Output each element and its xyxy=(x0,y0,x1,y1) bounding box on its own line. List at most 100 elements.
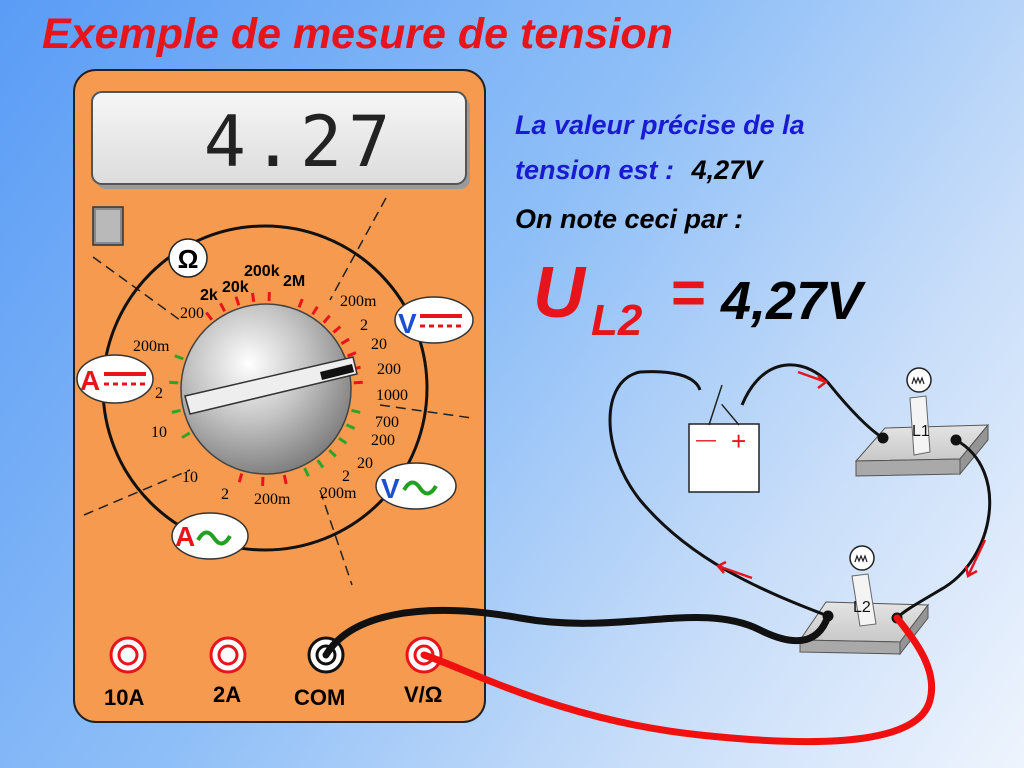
port-label-com: COM xyxy=(294,685,346,710)
range-label-acv-200m: 200m xyxy=(320,485,357,502)
range-label-dcv-1000: 1000 xyxy=(376,387,408,404)
range-tick xyxy=(332,325,342,334)
range-label-aca-2: 2 xyxy=(221,486,229,503)
range-tick xyxy=(316,459,325,469)
ohm-icon: Ω xyxy=(178,244,199,274)
separator-aca-dca xyxy=(83,469,191,516)
acv-label: V xyxy=(381,473,400,504)
range-label-ohm-20k: 20k xyxy=(222,279,249,296)
battery-plus-sign: + xyxy=(731,426,746,456)
circuit: — + L1 L2 xyxy=(608,363,992,656)
dca-mode-badge: A xyxy=(76,354,154,404)
range-label-acv-200: 200 xyxy=(371,432,395,449)
lamp-socket xyxy=(909,395,931,456)
acv-mode-badge: V xyxy=(375,462,457,510)
jack-2a[interactable] xyxy=(209,636,247,674)
voltage-formula: U L2 = 4,27V xyxy=(533,252,993,352)
formula-value: 4,27V xyxy=(721,271,863,331)
lamp-l2-label: L2 xyxy=(853,599,871,616)
wire-l1-l2 xyxy=(895,438,992,620)
range-tick xyxy=(171,408,181,414)
separator-acv-aca xyxy=(319,489,353,586)
formula-equals: = xyxy=(671,259,707,326)
range-tick xyxy=(353,380,363,385)
range-label-dcv-200m: 200m xyxy=(340,293,377,310)
range-tick xyxy=(297,298,304,308)
range-label-dcv-20: 20 xyxy=(371,336,387,353)
range-label-ohm-200: 200 xyxy=(180,305,204,322)
circuit-wires xyxy=(608,363,992,620)
range-tick xyxy=(282,474,288,485)
battery-minus-sign: — xyxy=(696,429,716,451)
range-label-aca-10: 10 xyxy=(182,469,198,486)
range-label-dcv-200: 200 xyxy=(377,361,401,378)
range-tick xyxy=(251,292,256,303)
port-label-10a: 10A xyxy=(104,685,145,710)
range-tick xyxy=(345,423,356,430)
range-label-ohm-200k: 200k xyxy=(244,263,280,280)
range-label-acv-20: 20 xyxy=(357,455,373,472)
ac-wave-icon xyxy=(196,530,232,546)
explanation-line2: tension est : 4,27V xyxy=(515,155,762,186)
formula-symbol: U xyxy=(533,253,585,333)
explanation-line3: On note ceci par : xyxy=(515,204,744,234)
range-tick xyxy=(181,431,191,439)
range-tick xyxy=(322,314,331,324)
range-label-acv-700: 700 xyxy=(375,414,399,431)
range-label-dca-2: 2 xyxy=(155,385,163,402)
ac-wave-icon xyxy=(402,480,438,496)
battery-terminal-minus xyxy=(708,384,723,426)
lamp-l2: L2 xyxy=(799,545,929,656)
jack-10a[interactable] xyxy=(109,636,147,674)
formula-subscript: L2 xyxy=(591,296,643,345)
ohm-mode-badge xyxy=(168,238,208,278)
range-tick xyxy=(338,436,348,445)
dcv-mode-badge: V xyxy=(394,296,474,344)
explanation-line2-prefix: tension est : xyxy=(515,155,675,185)
port-label-2a: 2A xyxy=(213,682,242,707)
range-tick xyxy=(205,311,214,321)
range-label-dcv-2: 2 xyxy=(360,317,368,334)
dcv-label: V xyxy=(398,308,417,339)
multimeter: 4.27 200 2k 20k 200k 2M 200m 2 20 200 1 xyxy=(73,69,486,723)
lcd-display xyxy=(91,91,467,185)
battery-terminal-plus xyxy=(721,403,740,426)
aca-label: A xyxy=(175,521,195,552)
black-probe-lead[interactable] xyxy=(322,606,832,659)
range-tick xyxy=(234,296,241,306)
range-label-dca-10: 10 xyxy=(151,424,167,441)
power-button-face xyxy=(96,210,120,242)
range-label-ohm-2k: 2k xyxy=(200,287,218,304)
measured-voltage-value: 4,27V xyxy=(691,155,763,185)
range-tick xyxy=(311,305,319,316)
range-tick xyxy=(347,351,357,358)
wire-l2-battery xyxy=(608,370,829,618)
page-title: Exemple de mesure de tension xyxy=(42,10,673,58)
range-tick xyxy=(303,467,310,477)
rotary-selector[interactable] xyxy=(180,303,358,475)
range-tick xyxy=(351,408,361,414)
range-tick xyxy=(237,473,244,483)
dca-label: A xyxy=(80,365,100,396)
selector-pointer-tip xyxy=(320,364,354,380)
explanation-line1: La valeur précise de la xyxy=(515,110,805,140)
current-arrow-icon xyxy=(797,370,829,389)
range-tick xyxy=(340,337,350,345)
wire-battery-l1 xyxy=(740,363,884,440)
range-ticks xyxy=(169,292,363,486)
current-arrows xyxy=(716,370,987,580)
current-arrow-icon xyxy=(964,539,987,578)
battery xyxy=(688,423,760,493)
separator-ohm-dcv xyxy=(329,197,387,301)
range-label-dca-200m: 200m xyxy=(133,338,170,355)
range-label-aca-200m: 200m xyxy=(254,491,291,508)
aca-mode-badge: A xyxy=(171,512,249,560)
range-tick xyxy=(169,380,179,385)
red-probe-lead[interactable] xyxy=(420,614,936,746)
current-arrow-icon xyxy=(716,560,753,580)
range-tick xyxy=(174,354,184,361)
display-reading: 4.27 xyxy=(204,101,397,183)
selector-pointer xyxy=(184,356,358,415)
range-label-acv-2: 2 xyxy=(342,468,350,485)
